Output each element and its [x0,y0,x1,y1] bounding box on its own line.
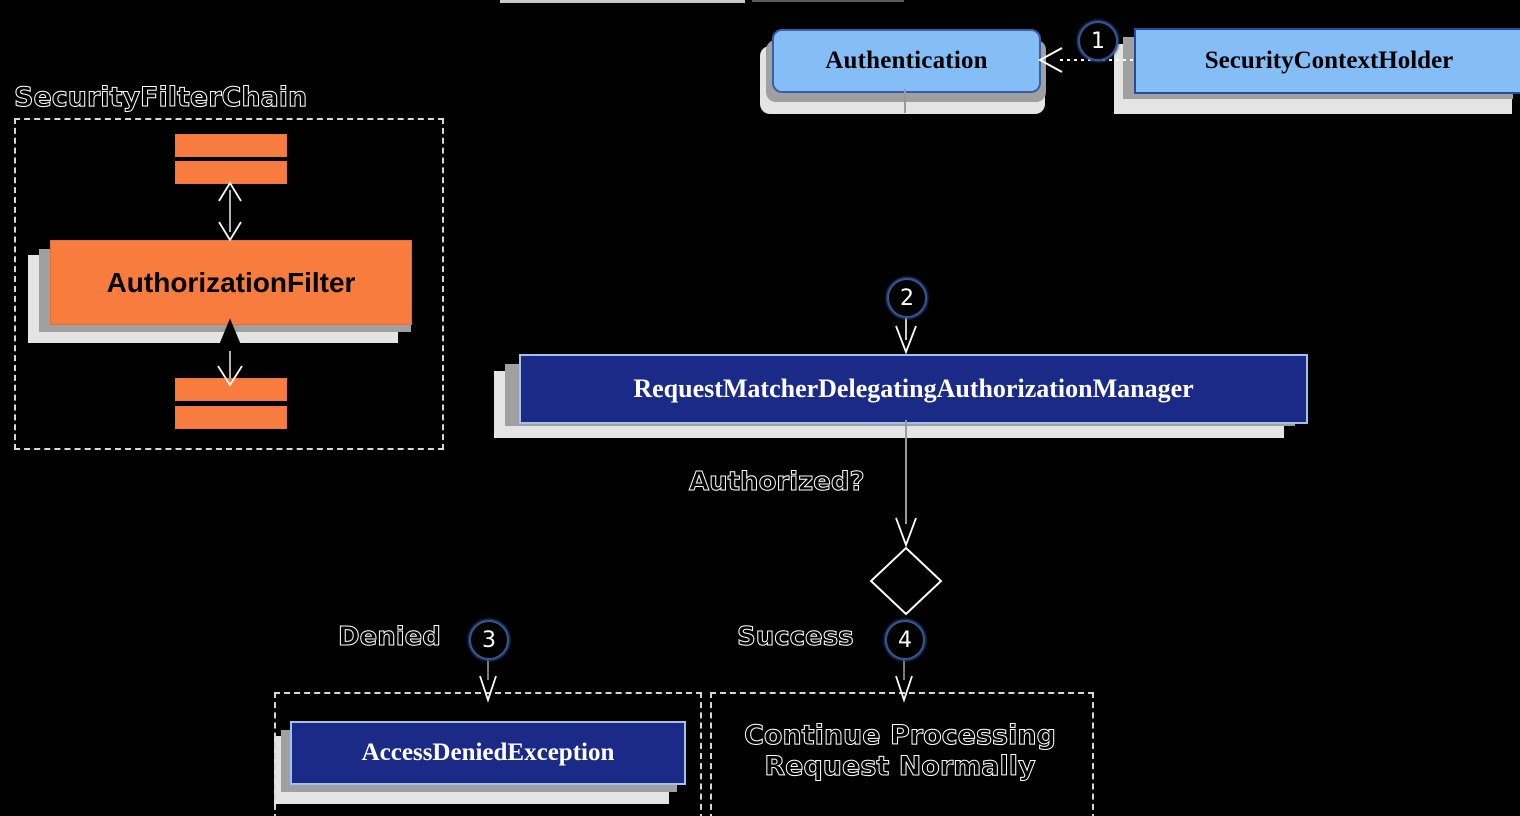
request-matcher-manager-node[interactable]: RequestMatcherDelegatingAuthorizationMan… [519,354,1308,424]
continue-processing-label: Continue Processing Request Normally [744,719,1057,783]
step-marker-1: 1 [1078,21,1118,61]
access-denied-exception-label: AccessDeniedException [361,739,615,766]
edge-manager-to-decision [895,420,917,548]
step-marker-4-label: 4 [898,627,912,653]
security-filter-chain-group [14,118,444,450]
authorization-filter-label: AuthorizationFilter [106,266,356,298]
filter-bar-bottom-1 [175,378,287,401]
denied-label: Denied [338,622,442,653]
filter-bar-top-2 [175,161,287,184]
step-marker-1-label: 1 [1091,28,1105,54]
top-cutoff-shadow-right [752,0,904,2]
security-filter-chain-title: SecurityFilterChain [13,81,308,113]
security-context-holder-node[interactable]: SecurityContextHolder [1134,28,1520,94]
step-marker-3: 3 [469,620,509,660]
step-marker-3-label: 3 [482,627,496,653]
step-marker-4: 4 [885,620,925,660]
authorized-question-label: Authorized? [689,467,866,498]
authentication-label: Authentication [825,47,988,74]
decision-diamond [869,546,943,616]
top-cutoff-shadow-left [500,0,745,3]
security-context-holder-label: SecurityContextHolder [1204,47,1454,74]
request-matcher-manager-label: RequestMatcherDelegatingAuthorizationMan… [633,374,1194,403]
authentication-node[interactable]: Authentication [772,29,1041,93]
filter-bar-bottom-2 [175,406,287,429]
access-denied-exception-node[interactable]: AccessDeniedException [290,721,686,785]
edge-to-request-matcher-manager [895,314,917,355]
filter-bar-top-1 [175,134,287,157]
authorization-filter-node[interactable]: AuthorizationFilter [50,240,412,325]
success-label: Success [737,622,855,653]
step-marker-2: 2 [887,278,927,318]
step-marker-2-label: 2 [900,285,914,311]
